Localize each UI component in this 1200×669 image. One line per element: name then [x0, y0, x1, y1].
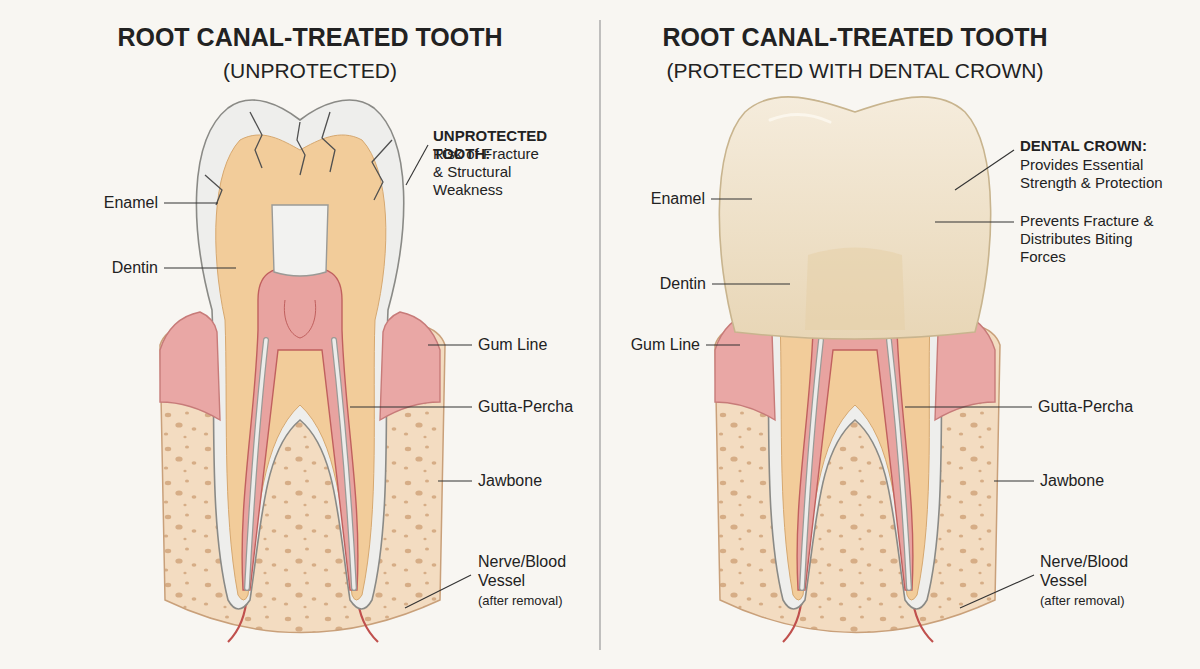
part-note: (after removal) — [478, 593, 593, 609]
part-label: Gutta-Percha — [1038, 397, 1153, 416]
part-note: (after removal) — [1040, 593, 1155, 609]
part-label: Nerve/Blood Vessel — [1040, 552, 1140, 590]
part-label: Enamel — [605, 189, 705, 208]
panel-title: ROOT CANAL-TREATED TOOTH — [30, 22, 590, 52]
part-label: Gutta-Percha — [478, 397, 593, 416]
label-slot: Enamel — [58, 193, 158, 212]
label-slot: Enamel — [605, 189, 705, 208]
label-slot: Dentin — [58, 258, 158, 277]
label-slot: ROOT CANAL-TREATED TOOTH — [30, 22, 590, 52]
label-slot: Gum Line — [600, 335, 700, 354]
label-slot: DENTAL CROWN: — [1020, 137, 1190, 155]
callout-heading: DENTAL CROWN: — [1020, 137, 1190, 155]
callout-note: Provides Essential Strength & Protection — [1020, 156, 1180, 192]
label-slot: (after removal) — [1040, 593, 1155, 609]
label-slot: Dentin — [606, 274, 706, 293]
callout-note: Prevents Fracture & Distributes Biting F… — [1020, 212, 1170, 266]
panel-title: ROOT CANAL-TREATED TOOTH — [575, 22, 1135, 52]
label-slot: (PROTECTED WITH DENTAL CROWN) — [575, 58, 1135, 83]
part-label: Enamel — [58, 193, 158, 212]
part-label: Gum Line — [478, 335, 588, 354]
panel-subtitle: (UNPROTECTED) — [30, 58, 590, 83]
label-slot: Jawbone — [478, 471, 588, 490]
part-label: Dentin — [606, 274, 706, 293]
label-slot: Jawbone — [1040, 471, 1150, 490]
part-label: Dentin — [58, 258, 158, 277]
part-label: Gum Line — [600, 335, 700, 354]
panel-subtitle: (PROTECTED WITH DENTAL CROWN) — [575, 58, 1135, 83]
part-label: Jawbone — [1040, 471, 1150, 490]
part-label: Jawbone — [478, 471, 588, 490]
label-slot: Provides Essential Strength & Protection — [1020, 156, 1180, 192]
label-slot: Gutta-Percha — [1038, 397, 1153, 416]
label-slot: Gutta-Percha — [478, 397, 593, 416]
label-slot: (UNPROTECTED) — [30, 58, 590, 83]
label-slot: Nerve/Blood Vessel — [478, 552, 578, 590]
label-slot: Gum Line — [478, 335, 588, 354]
callout-note: Risk of Fracture & Structural Weakness — [433, 145, 545, 199]
label-slot: ROOT CANAL-TREATED TOOTH — [575, 22, 1135, 52]
label-slot: Nerve/Blood Vessel — [1040, 552, 1140, 590]
part-label: Nerve/Blood Vessel — [478, 552, 578, 590]
label-slot: (after removal) — [478, 593, 593, 609]
label-slot: Prevents Fracture & Distributes Biting F… — [1020, 212, 1170, 266]
label-slot: Risk of Fracture & Structural Weakness — [433, 145, 545, 199]
